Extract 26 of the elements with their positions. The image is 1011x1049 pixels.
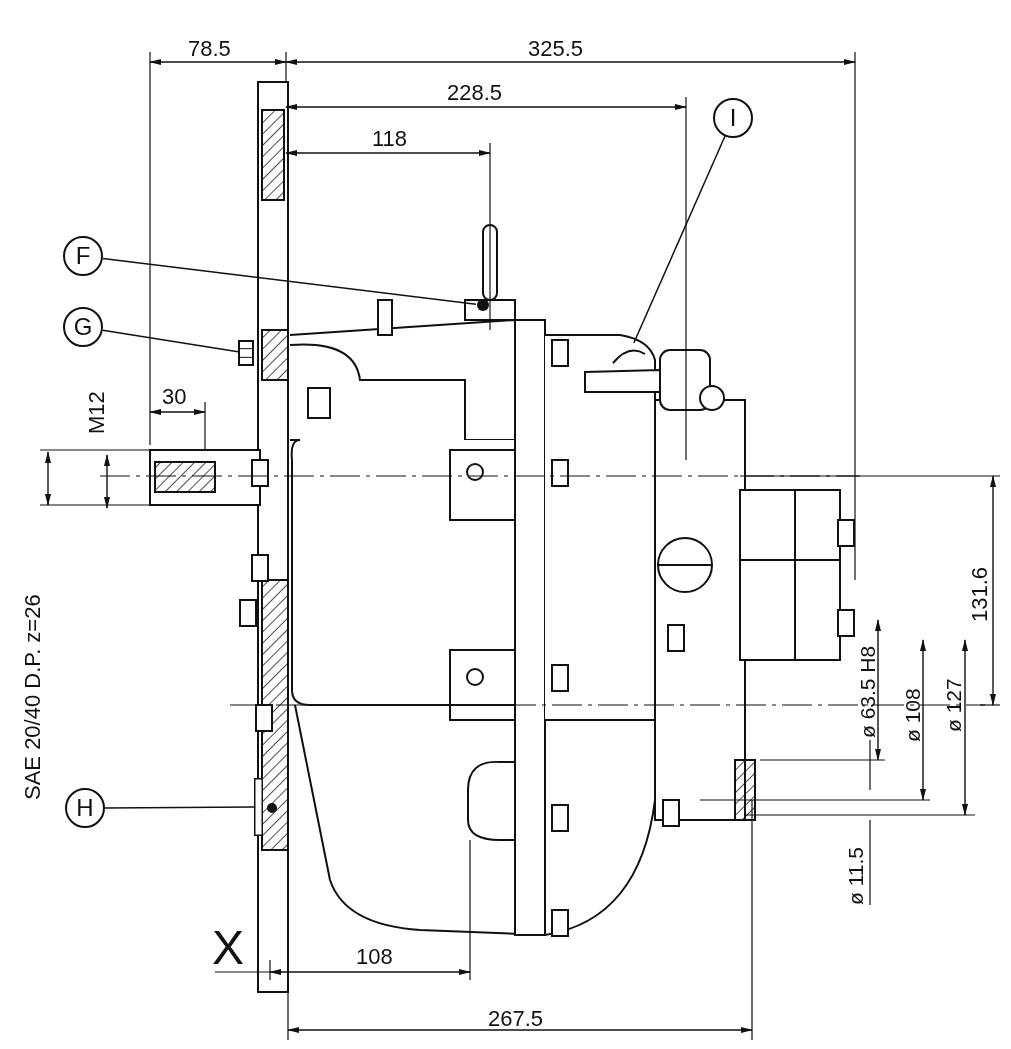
dimension-text: 118 (372, 128, 408, 150)
dimension-text: SAE 20/40 D.P. z=26 (22, 594, 44, 800)
dimension-text: 325.5 (528, 38, 584, 60)
leader-line (633, 135, 726, 344)
dimension-text: ø 127 (943, 678, 964, 732)
dimension-text: ø 63.5 H8 (857, 645, 878, 738)
callout-letter: I (713, 98, 753, 138)
dimension-text: 108 (356, 946, 393, 968)
callout-letter: F (63, 236, 103, 276)
callout-letter: H (65, 788, 105, 828)
dimension-text: 228.5 (447, 82, 503, 104)
leader-line (102, 257, 477, 305)
callout-letter: G (63, 307, 103, 347)
dimension-text: M12 (86, 391, 108, 434)
dimension-text: 131.6 (969, 566, 991, 622)
screw-head (476, 298, 490, 312)
plate (254, 778, 263, 836)
leader-line (102, 329, 239, 353)
leader-line (104, 806, 255, 809)
bolt-head (238, 340, 254, 366)
dimension-text: 78.5 (188, 38, 231, 60)
dimension-text: 30 (162, 386, 187, 408)
dimension-text: ø 108 (902, 688, 923, 742)
dimension-text: 267.5 (488, 1008, 544, 1030)
view-letter: X (212, 924, 244, 972)
dimension-text: ø 11.5 (845, 847, 866, 905)
